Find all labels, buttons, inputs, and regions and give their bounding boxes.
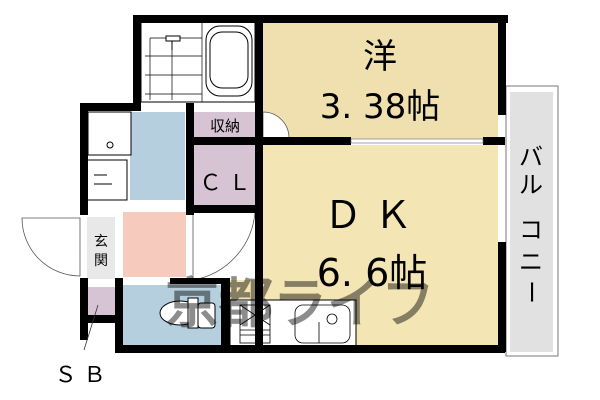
western-room-fill bbox=[262, 22, 498, 140]
closet-fill bbox=[193, 145, 257, 205]
balcony-label-2: ル bbox=[519, 171, 543, 199]
dk-size: 6. 6帖 bbox=[317, 251, 428, 295]
closet-label: Ｃ Ｌ bbox=[200, 171, 251, 196]
balcony-outline bbox=[505, 85, 559, 357]
sliding-door bbox=[350, 138, 484, 144]
shower-faucet-icon bbox=[165, 35, 181, 50]
balcony-fill bbox=[510, 92, 553, 352]
toilet-icon bbox=[159, 297, 216, 329]
hallway-fill bbox=[123, 212, 186, 277]
washer-pan-icon bbox=[87, 111, 132, 156]
washroom-fill bbox=[130, 112, 185, 200]
entrance-floor-fill bbox=[87, 217, 115, 279]
balcony-label-1: バ bbox=[519, 143, 543, 171]
vanity-icon bbox=[86, 159, 128, 201]
storage-label: 収納 bbox=[210, 117, 240, 135]
entrance-label-2: 関 bbox=[94, 253, 108, 269]
balcony-label-3: コ bbox=[519, 216, 543, 244]
dk-name: Ｄ Ｋ bbox=[324, 193, 412, 237]
balcony-label-5: ー bbox=[517, 280, 545, 304]
shoe-box-leader bbox=[83, 304, 99, 351]
bathroom bbox=[140, 21, 256, 103]
western-room-name: 洋 bbox=[363, 37, 397, 77]
watermark: 京都ライフ bbox=[165, 272, 435, 335]
shoe-box-fill bbox=[87, 287, 115, 315]
shoe-box-label: Ｓ Ｂ bbox=[55, 363, 106, 388]
sink-icon bbox=[294, 304, 351, 344]
walls bbox=[80, 15, 508, 353]
balcony-label-4: ニ bbox=[519, 248, 543, 276]
bathtub-icon bbox=[205, 25, 253, 97]
entrance-door-swing bbox=[21, 217, 81, 277]
storage-fill bbox=[193, 112, 257, 137]
entrance-label-1: 玄 bbox=[94, 233, 108, 250]
western-room-size: 3. 38帖 bbox=[320, 87, 441, 127]
dk-door-swing bbox=[192, 211, 256, 281]
